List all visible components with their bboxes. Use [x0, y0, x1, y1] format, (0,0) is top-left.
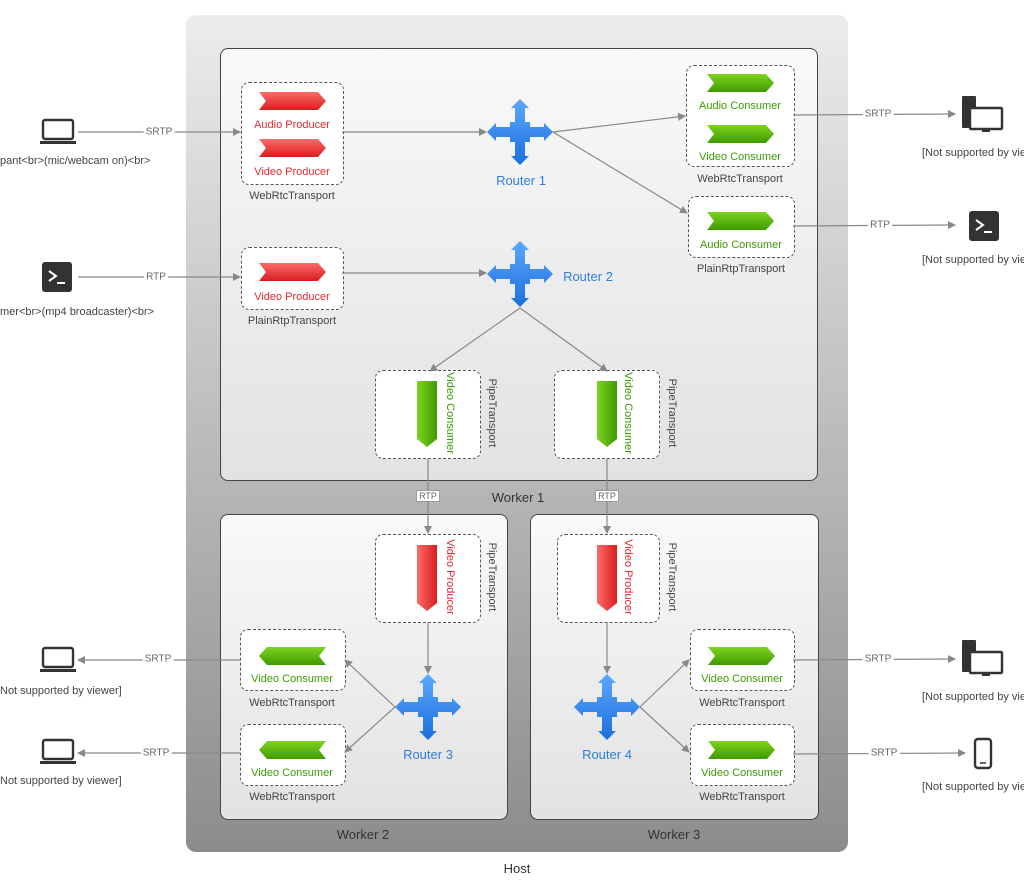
viewer-label: [Not supported by vie: [922, 147, 1024, 159]
host-label: Host: [503, 861, 531, 876]
edge-label-rtp-pipe-right: RTP: [595, 490, 619, 502]
pipe-transport-label: PipeTransport: [666, 542, 678, 612]
worker-2-label: Worker 2: [336, 827, 390, 842]
router-3-label: Router 3: [403, 747, 453, 762]
video-consumer-label: Video Consumer: [251, 673, 333, 685]
desktop-computer-icon: [962, 640, 1004, 676]
edge-label-rtp: RTP: [868, 219, 892, 231]
video-consumer-shape-pipe-right: [597, 381, 617, 447]
laptop-icon: [40, 646, 76, 672]
producer-shapes: [259, 92, 617, 611]
webrtc-transport-label: WebRtcTransport: [249, 190, 335, 202]
terminal-icon: [969, 211, 999, 241]
terminal-icon: [42, 262, 72, 292]
webrtc-transport-box-w1-producer: [241, 82, 344, 185]
video-producer-shape-w2: [417, 545, 437, 611]
video-producer-label-vertical: Video Producer: [444, 539, 456, 615]
webrtc-transport-label: WebRtcTransport: [699, 697, 785, 709]
viewer-label: Not supported by viewer]: [0, 685, 122, 697]
webrtc-transport-box-w1-consumer: [686, 65, 795, 167]
audio-consumer-shape-plain: [707, 212, 774, 230]
video-consumer-shape-w3-top: [708, 647, 775, 665]
consumer-shapes: [259, 74, 775, 759]
video-consumer-shape-w2-top: [259, 647, 326, 665]
pipe-transport-label: PipeTransport: [486, 378, 498, 448]
audio-producer-shape-w1: [259, 92, 326, 110]
video-producer-shape-w3: [597, 545, 617, 611]
viewer-label: Not supported by viewer]: [0, 775, 122, 787]
desktop-computer-icon: [962, 96, 1004, 132]
worker-3-label: Worker 3: [647, 827, 701, 842]
video-consumer-shape-w3-bottom: [708, 741, 775, 759]
video-producer-label: Video Producer: [254, 291, 330, 303]
pipe-transport-label: PipeTransport: [666, 378, 678, 448]
edge-label-srtp: SRTP: [142, 653, 174, 665]
plainrtp-transport-label: PlainRtpTransport: [696, 263, 786, 275]
edge-router4-to-consumer-top: [639, 659, 690, 708]
edge-label-srtp: SRTP: [868, 747, 900, 759]
video-consumer-shape-w1: [707, 125, 774, 143]
edge-label-srtp: SRTP: [862, 653, 894, 665]
webrtc-transport-label: WebRtcTransport: [249, 697, 335, 709]
edge-router1-to-webrtc-consumer: [552, 112, 686, 133]
video-producer-label-vertical: Video Producer: [622, 539, 634, 615]
plainrtp-transport-label: PlainRtpTransport: [247, 315, 337, 327]
router-4-shape: [574, 674, 640, 740]
video-consumer-label: Video Consumer: [701, 673, 783, 685]
video-consumer-label-vertical: Video Consumer: [444, 372, 456, 454]
edges: [77, 110, 966, 758]
edge-label-srtp: SRTP: [862, 108, 894, 120]
audio-producer-label: Audio Producer: [254, 119, 330, 131]
router-3-shape: [395, 674, 461, 740]
edge-router3-to-consumer-top: [344, 659, 396, 708]
viewer-label: [Not supported by vie: [922, 691, 1024, 703]
router-4-label: Router 4: [582, 747, 632, 762]
video-consumer-label: Video Consumer: [251, 767, 333, 779]
edge-router1-to-plainrtp-consumer: [552, 131, 688, 214]
video-producer-shape-plain: [259, 263, 326, 281]
video-producer-label: Video Producer: [254, 166, 330, 178]
video-consumer-shape-pipe-left: [417, 381, 437, 447]
webrtc-transport-label: WebRtcTransport: [249, 791, 335, 803]
audio-consumer-label: Audio Consumer: [700, 239, 782, 251]
edge-label-srtp: SRTP: [143, 126, 175, 138]
router-1-label: Router 1: [496, 173, 546, 188]
streamer-label: mer<br>(mp4 broadcaster)<br>: [0, 306, 155, 318]
viewer-label: [Not supported by vie: [922, 254, 1024, 266]
laptop-icon: [40, 118, 76, 144]
audio-consumer-label: Audio Consumer: [699, 100, 781, 112]
webrtc-transport-label: WebRtcTransport: [697, 173, 783, 185]
webrtc-transport-label: WebRtcTransport: [699, 791, 785, 803]
edge-label-rtp: RTP: [144, 271, 168, 283]
router-2-shape: [487, 241, 553, 307]
audio-consumer-shape-w1: [707, 74, 774, 92]
edge-router2-to-pipe-right: [519, 307, 608, 372]
participant-label: pant<br>(mic/webcam on)<br>: [0, 155, 151, 167]
edge-router4-to-consumer-bottom: [639, 706, 690, 753]
video-consumer-label: Video Consumer: [699, 151, 781, 163]
video-consumer-shape-w2-bottom: [259, 741, 326, 759]
laptop-icon: [40, 738, 76, 764]
video-producer-shape-w1: [259, 139, 326, 157]
router-2-label: Router 2: [563, 269, 613, 284]
edge-label-srtp: SRTP: [140, 747, 172, 759]
worker-1-label: Worker 1: [491, 490, 545, 505]
pipe-transport-label: PipeTransport: [486, 542, 498, 612]
edge-label-rtp-pipe-left: RTP: [416, 490, 440, 502]
video-consumer-label-vertical: Video Consumer: [622, 372, 634, 454]
edge-router2-to-pipe-left: [429, 307, 521, 372]
edge-router3-to-consumer-bottom: [344, 706, 396, 753]
viewer-label: [Not supported by vie: [922, 781, 1024, 793]
router-1-shape: [487, 99, 553, 165]
video-consumer-label: Video Consumer: [701, 767, 783, 779]
mobile-phone-icon: [973, 737, 993, 770]
